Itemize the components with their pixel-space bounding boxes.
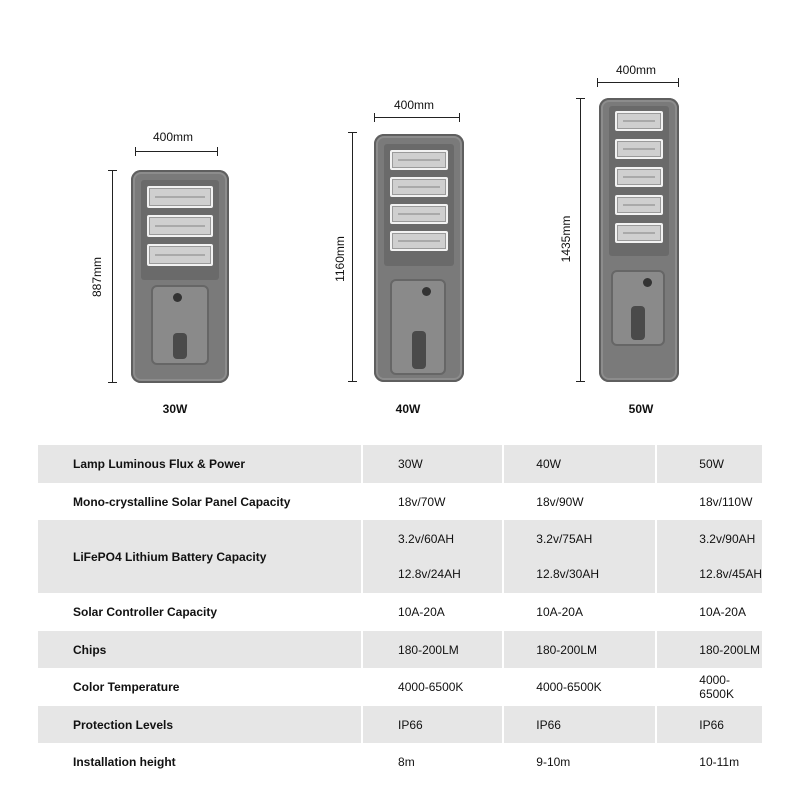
cell-50w: 18v/110W <box>655 483 762 520</box>
row-label: LiFePO4 Lithium Battery Capacity <box>38 520 363 593</box>
cell-value-top: 3.2v/60AH <box>398 532 455 546</box>
cell-value-bottom: 12.8v/24AH <box>398 567 461 581</box>
cell-value-bottom: 12.8v/30AH <box>536 567 599 581</box>
cell-40w: 10A-20A <box>502 593 657 631</box>
height-dimension-label: 1160mm <box>333 236 347 282</box>
row-label: Chips <box>38 631 363 668</box>
sensor-icon <box>643 278 652 287</box>
row-label: Solar Controller Capacity <box>73 605 218 619</box>
cell-50w: IP66 <box>655 706 762 743</box>
led-module <box>615 195 663 215</box>
table-row: LiFePO4 Lithium Battery Capacity 3.2v/60… <box>38 520 762 593</box>
led-module <box>615 167 663 187</box>
mount-bracket <box>390 279 446 375</box>
height-dimension-label: 887mm <box>90 257 104 298</box>
cell-30w: 3.2v/60AH 12.8v/24AH <box>361 520 504 593</box>
solar-led-panel <box>609 106 669 256</box>
height-dimension-line <box>352 132 353 382</box>
lamp-power-label: 50W <box>628 402 654 416</box>
cell-30w: 8m <box>361 743 504 781</box>
led-module <box>147 244 213 266</box>
sensor-icon <box>173 293 182 302</box>
cell-30w: 10A-20A <box>361 593 504 631</box>
led-module <box>390 150 448 170</box>
row-label: Installation height <box>73 755 176 769</box>
led-module <box>147 186 213 208</box>
width-dimension-line <box>597 82 679 83</box>
width-dimension-line <box>374 117 460 118</box>
table-row: Color Temperature 4000-6500K 4000-6500K … <box>38 668 762 706</box>
cell-value-top: 3.2v/90AH <box>699 532 756 546</box>
height-dimension-line <box>580 98 581 382</box>
cell-40w: 3.2v/75AH 12.8v/30AH <box>502 520 657 593</box>
cell-50w: 3.2v/90AH 12.8v/45AH <box>655 520 762 593</box>
pole-clamp <box>173 333 187 359</box>
table-row: Chips 180-200LM 180-200LM 180-200LM <box>38 631 762 668</box>
lamp-power-label: 40W <box>395 402 421 416</box>
spec-table: Lamp Luminous Flux & Power 30W 40W 50W M… <box>38 445 762 781</box>
lamp-body <box>374 134 464 382</box>
led-module <box>615 223 663 243</box>
width-dimension-label: 400mm <box>153 130 194 144</box>
lamp-power-label: 30W <box>162 402 188 416</box>
width-dimension-line <box>135 151 218 152</box>
led-module <box>390 204 448 224</box>
led-module <box>390 231 448 251</box>
cell-50w: 180-200LM <box>655 631 762 668</box>
solar-led-panel <box>384 144 454 266</box>
table-row: Mono-crystalline Solar Panel Capacity 18… <box>38 483 762 520</box>
cell-30w: 18v/70W <box>361 483 504 520</box>
led-module <box>615 111 663 131</box>
row-label: Lamp Luminous Flux & Power <box>38 445 363 483</box>
cell-40w: 18v/90W <box>502 483 657 520</box>
table-row: Installation height 8m 9-10m 10-11m <box>38 743 762 781</box>
solar-led-panel <box>141 180 219 280</box>
mount-bracket <box>151 285 209 365</box>
led-module <box>147 215 213 237</box>
cell-value-bottom: 12.8v/45AH <box>699 567 762 581</box>
cell-30w: 180-200LM <box>361 631 504 668</box>
mount-bracket <box>611 270 665 346</box>
cell-40w: 4000-6500K <box>502 668 657 706</box>
cell-40w: 40W <box>502 445 657 483</box>
height-dimension-label: 1435mm <box>559 215 573 263</box>
lamp-body <box>131 170 229 383</box>
cell-30w: IP66 <box>361 706 504 743</box>
width-dimension-label: 400mm <box>616 63 657 77</box>
pole-clamp <box>631 306 645 340</box>
cell-40w: 9-10m <box>502 743 657 781</box>
cell-50w: 50W <box>655 445 762 483</box>
lamp-body <box>599 98 679 382</box>
row-label: Mono-crystalline Solar Panel Capacity <box>73 494 291 509</box>
table-row: Protection Levels IP66 IP66 IP66 <box>38 706 762 743</box>
cell-40w: 180-200LM <box>502 631 657 668</box>
sensor-icon <box>422 287 431 296</box>
led-module <box>390 177 448 197</box>
table-row: Solar Controller Capacity 10A-20A 10A-20… <box>38 593 762 631</box>
led-module <box>615 139 663 159</box>
row-label: Color Temperature <box>73 680 180 694</box>
cell-50w: 10-11m <box>655 743 762 781</box>
height-dimension-line <box>112 170 113 383</box>
cell-40w: IP66 <box>502 706 657 743</box>
width-dimension-label: 400mm <box>394 98 435 112</box>
pole-clamp <box>412 331 426 369</box>
cell-30w: 4000-6500K <box>361 668 504 706</box>
row-label: Protection Levels <box>38 706 363 743</box>
cell-30w: 30W <box>361 445 504 483</box>
cell-50w: 10A-20A <box>655 593 762 631</box>
cell-50w: 4000-6500K <box>655 668 762 706</box>
table-row: Lamp Luminous Flux & Power 30W 40W 50W <box>38 445 762 483</box>
cell-value-top: 3.2v/75AH <box>536 532 593 546</box>
